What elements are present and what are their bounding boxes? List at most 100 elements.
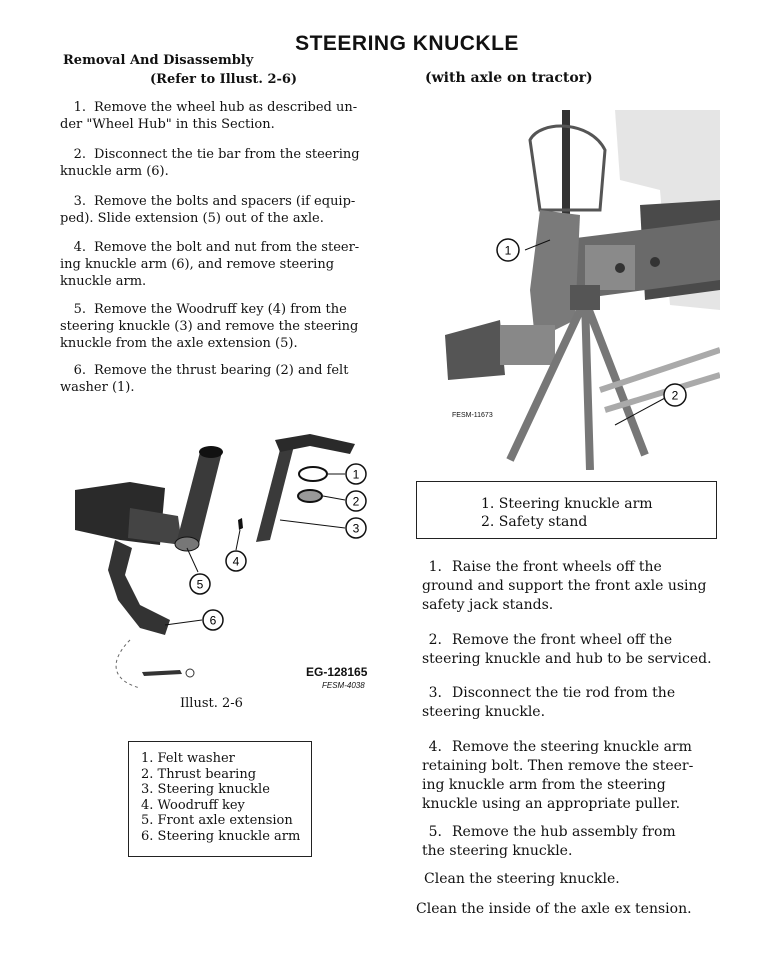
photo-fesm: FESM-11673	[452, 412, 493, 419]
safety-stand	[506, 298, 649, 470]
knuckle-arm-shape	[108, 540, 170, 635]
legend-item: 1. Felt washer	[141, 751, 235, 766]
step-text: Raise the front wheels off the	[452, 559, 662, 575]
step-text: steering knuckle and hub to be serviced.	[422, 651, 712, 667]
exploded-parts-illustration: 1 2 3 4 5 6	[75, 434, 367, 689]
callout-label: 3	[353, 522, 360, 536]
photo-callout-2: 2	[663, 383, 687, 407]
step-text: knuckle using an appropriate puller.	[422, 796, 681, 812]
step-number: 6.	[73, 363, 86, 378]
legend-item: 6. Steering knuckle arm	[141, 828, 301, 844]
step-number: 1.	[73, 100, 86, 115]
extension-top	[199, 446, 223, 458]
callout-4: 4	[225, 550, 247, 572]
leader-line-3	[279, 519, 346, 529]
step-text: knuckle from the axle extension (5).	[60, 336, 298, 351]
figure-caption: Illust. 2-6	[180, 696, 243, 711]
removal-step-1: 1.Remove the wheel hub as described un- …	[60, 99, 390, 133]
step-text: retaining bolt. Then remove the steer-	[422, 758, 694, 774]
step-text: ped). Slide extension (5) out of the axl…	[60, 211, 324, 226]
extension-tube	[176, 452, 222, 548]
step-number: 4.	[73, 240, 86, 255]
steering-rod	[562, 110, 570, 250]
step-text: Remove the front wheel off the	[452, 632, 673, 648]
step-number: 1.	[428, 559, 442, 575]
axle-bracket	[585, 245, 635, 290]
leader-line-6	[164, 619, 203, 626]
woodruff-key-shape	[238, 518, 243, 530]
step-text: steering knuckle (3) and remove the stee…	[60, 319, 359, 334]
page-title: STEERING KNUCKLE	[295, 32, 519, 55]
step-text: knuckle arm (6).	[60, 164, 169, 179]
step-text: ground and support the front axle using	[422, 578, 707, 594]
step-text: Remove the bolts and spacers (if equip-	[94, 194, 356, 209]
removal-step-5: 5. Remove the Woodruff key (4) from the s…	[60, 301, 390, 352]
bolt-shape	[142, 670, 182, 676]
install-step-1: 1. Raise the front wheels off the ground …	[412, 558, 742, 615]
felt-washer-shape	[298, 466, 328, 482]
install-step-2: 2. Remove the front wheel off the steerin…	[412, 631, 742, 669]
step-text: washer (1).	[60, 380, 135, 395]
removal-step-6: 6. Remove the thrust bearing (2) and felt…	[60, 362, 390, 396]
section-subheading: (Refer to Illust. 2-6)	[150, 72, 298, 87]
step-number: 2.	[73, 147, 86, 162]
install-step-5: 5. Remove the hub assembly from the steer…	[412, 823, 742, 861]
step-text: Remove the steering knuckle arm	[452, 739, 692, 755]
spindle	[500, 325, 555, 365]
wheel-hub	[445, 320, 505, 380]
steering-bracket	[528, 124, 607, 212]
step-number: 3.	[428, 685, 442, 701]
photo-leader-line-2	[614, 397, 666, 426]
install-step-3: 3. Disconnect the tie rod from the steeri…	[412, 684, 742, 722]
legend-item: 1. Steering knuckle arm	[481, 496, 653, 512]
photo-callout-1: 1	[496, 238, 520, 262]
right-heading: (with axle on tractor)	[425, 70, 593, 86]
step-text: ing knuckle arm (6), and remove steering	[60, 257, 335, 272]
step-number: 5.	[73, 302, 86, 317]
nut-shape	[185, 668, 195, 678]
legend-item: 2. Safety stand	[481, 514, 588, 530]
callout-label: 4	[233, 555, 240, 569]
callout-label: 6	[210, 614, 217, 628]
legend-item: 5. Front axle extension	[141, 813, 293, 829]
step-number: 5.	[428, 824, 442, 840]
step-text: Remove the hub assembly from	[452, 824, 676, 840]
step-text: Remove the Woodruff key (4) from the	[94, 302, 347, 317]
callout-label: 1	[505, 244, 512, 258]
steering-knuckle-spindle	[275, 434, 355, 454]
step-text: knuckle arm.	[60, 274, 147, 289]
callout-label: 2	[353, 495, 360, 509]
parts-legend-box: 1. Felt washer 2. Thrust bearing 3. Stee…	[128, 741, 312, 857]
clean-extension-note: Clean the inside of the axle ex tension.	[416, 901, 692, 917]
step-text: Remove the thrust bearing (2) and felt	[94, 363, 349, 378]
leader-line-4	[235, 529, 241, 551]
callout-1: 1	[345, 463, 367, 485]
axle-extension-shape	[128, 508, 182, 545]
step-text: steering knuckle.	[422, 704, 546, 720]
step-text: ing knuckle arm from the steering	[422, 777, 666, 793]
step-text: the steering knuckle.	[422, 843, 573, 859]
callout-2: 2	[345, 490, 367, 512]
callout-6: 6	[202, 609, 224, 631]
leader-line-2	[322, 495, 346, 501]
steering-knuckle-shaft	[256, 438, 296, 542]
removal-step-3: 3.Remove the bolts and spacers (if equip…	[60, 193, 390, 227]
removal-step-4: 4. Remove the bolt and nut from the steer…	[60, 239, 390, 290]
legend-item: 3. Steering knuckle	[141, 782, 270, 798]
extension-bottom	[174, 536, 200, 552]
photo-leader-line-1	[524, 239, 551, 251]
step-number: 4.	[428, 739, 442, 755]
thrust-bearing-shape	[297, 489, 323, 503]
legend-item: 2. Thrust bearing	[141, 766, 257, 782]
step-text: safety jack stands.	[422, 597, 554, 613]
callout-5: 5	[189, 573, 211, 595]
clean-knuckle-note: Clean the steering knuckle.	[424, 871, 620, 887]
legend-item: 4. Woodruff key	[141, 797, 245, 813]
step-text: Disconnect the tie rod from the	[452, 685, 676, 701]
photo-legend-box: 1. Steering knuckle arm 2. Safety stand	[416, 481, 717, 539]
callout-label: 1	[353, 468, 360, 482]
callout-label: 5	[197, 578, 204, 592]
removal-step-2: 2.Disconnect the tie bar from the steeri…	[60, 146, 390, 180]
step-text: Remove the bolt and nut from the steer-	[94, 240, 360, 255]
step-number: 2.	[428, 632, 442, 648]
